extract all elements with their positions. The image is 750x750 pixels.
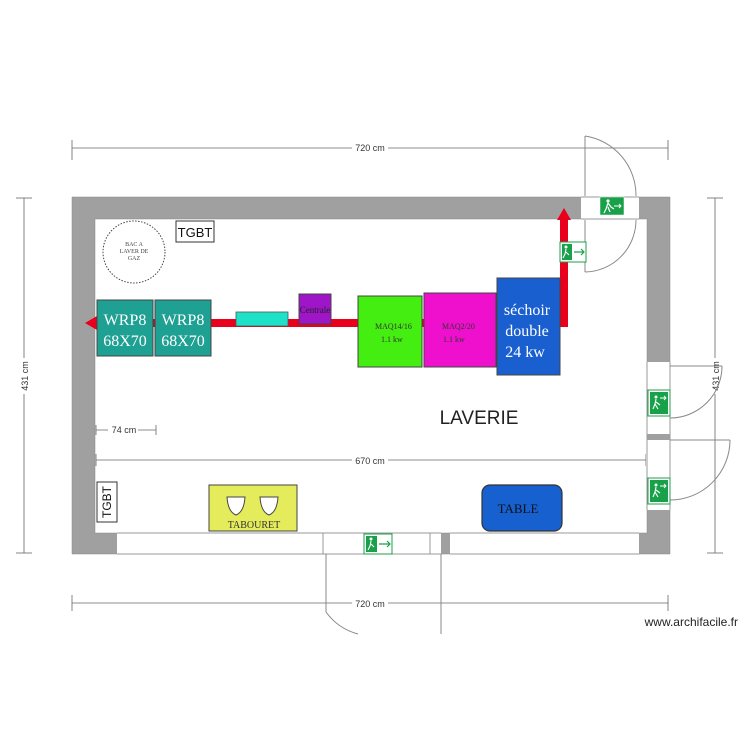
emergency-exit-sign-bottom [363, 533, 393, 555]
washer-maq2-20: MAQ2/20 1.1 kw [423, 292, 497, 368]
svg-text:GAZ: GAZ [128, 256, 141, 262]
svg-text:1.1 kw: 1.1 kw [381, 335, 403, 344]
svg-text:24 kw: 24 kw [505, 344, 545, 361]
svg-text:double: double [505, 323, 549, 340]
emergency-exit-sign-top [599, 196, 625, 216]
svg-text:68X70: 68X70 [103, 333, 147, 350]
svg-text:TGBT: TGBT [100, 485, 114, 518]
svg-text:1.1 kw: 1.1 kw [443, 335, 465, 344]
dimension-inner-label: 670 cm [355, 456, 385, 466]
washer-1: WRP8 68X70 [96, 299, 154, 357]
dosing-unit [235, 311, 289, 327]
svg-text:séchoir: séchoir [504, 302, 551, 319]
dryer-double: séchoir double 24 kw [496, 277, 561, 376]
svg-text:Centrale: Centrale [300, 305, 331, 315]
pipe-arrow-up [557, 208, 571, 220]
washer-maq14-16: MAQ14/16 1.1 kw [357, 295, 423, 368]
svg-text:LAVER DE: LAVER DE [120, 249, 149, 255]
emergency-exit-sign-right-2 [647, 477, 671, 505]
bottom-window-2 [450, 532, 639, 555]
tgbt-panel-top: TGBT [175, 220, 215, 243]
emergency-exit-sign-right-1 [647, 389, 671, 417]
washer-2: WRP8 68X70 [154, 299, 212, 357]
svg-text:WRP8: WRP8 [104, 312, 147, 329]
dimension-right-label: 431 cm [711, 361, 721, 391]
table: TABLE [481, 484, 563, 532]
tgbt-panel-left: TGBT [96, 481, 118, 523]
svg-text:MAQ2/20: MAQ2/20 [442, 322, 475, 331]
svg-text:TGBT: TGBT [178, 225, 213, 240]
svg-text:TABOURET: TABOURET [228, 520, 281, 531]
dimension-bottom-label: 720 cm [355, 599, 385, 609]
supply-pipe [85, 208, 571, 330]
svg-text:WRP8: WRP8 [162, 312, 205, 329]
bottom-window-1 [117, 532, 311, 555]
dimension-small-label: 74 cm [112, 425, 137, 435]
pipe-arrow-left [85, 316, 97, 330]
centrale-unit: Centrale [298, 293, 332, 325]
door-swings [325, 135, 731, 635]
svg-text:MAQ14/16: MAQ14/16 [375, 322, 412, 331]
room-label: LAVERIE [440, 408, 519, 429]
watermark: www.archifacile.fr [644, 615, 738, 629]
emergency-exit-sign-inner-top [559, 241, 587, 263]
svg-text:68X70: 68X70 [161, 333, 205, 350]
dimension-top-label: 720 cm [355, 143, 385, 153]
tabouret: TABOURET [208, 484, 298, 532]
gas-washing-tub: BAC A LAVER DE GAZ [102, 220, 166, 284]
dimension-left-label: 431 cm [20, 361, 30, 391]
svg-text:BAC A: BAC A [125, 242, 144, 248]
svg-text:TABLE: TABLE [498, 501, 539, 516]
